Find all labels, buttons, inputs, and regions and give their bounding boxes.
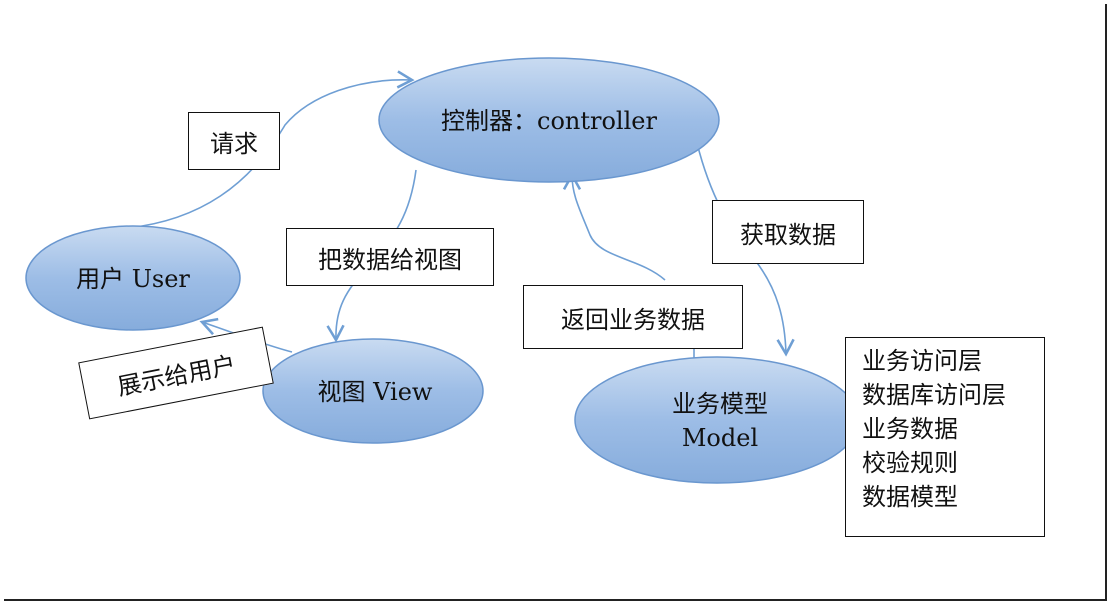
arrow-return-data bbox=[562, 172, 666, 281]
model-layer-item: 校验规则 bbox=[862, 449, 958, 477]
edge-label-data-to-view: 把数据给视图 bbox=[286, 228, 494, 286]
controller-label: 控制器：controller bbox=[441, 107, 657, 135]
model-layer-item: 数据库访问层 bbox=[862, 381, 1006, 409]
view-label: 视图 View bbox=[318, 378, 433, 406]
edge-label-get-data: 获取数据 bbox=[712, 200, 864, 264]
model-label-line1: 业务模型 bbox=[672, 390, 768, 418]
model-node bbox=[574, 356, 860, 484]
edge-label-return-data: 返回业务数据 bbox=[523, 285, 743, 349]
user-label: 用户 User bbox=[76, 265, 190, 293]
model-layer-item: 业务数据 bbox=[862, 415, 958, 443]
model-label-line2: Model bbox=[682, 424, 758, 452]
user-node bbox=[25, 225, 241, 331]
model-layer-item: 业务访问层 bbox=[862, 347, 982, 375]
controller-node bbox=[378, 57, 720, 183]
edge-label-request: 请求 bbox=[188, 112, 280, 170]
frame-border bbox=[4, 4, 1107, 601]
view-node bbox=[262, 338, 484, 444]
model-layers-box: 业务访问层 数据库访问层 业务数据 校验规则 数据模型 bbox=[845, 337, 1045, 537]
model-layer-item: 数据模型 bbox=[862, 483, 958, 511]
arrow-request bbox=[127, 70, 415, 229]
